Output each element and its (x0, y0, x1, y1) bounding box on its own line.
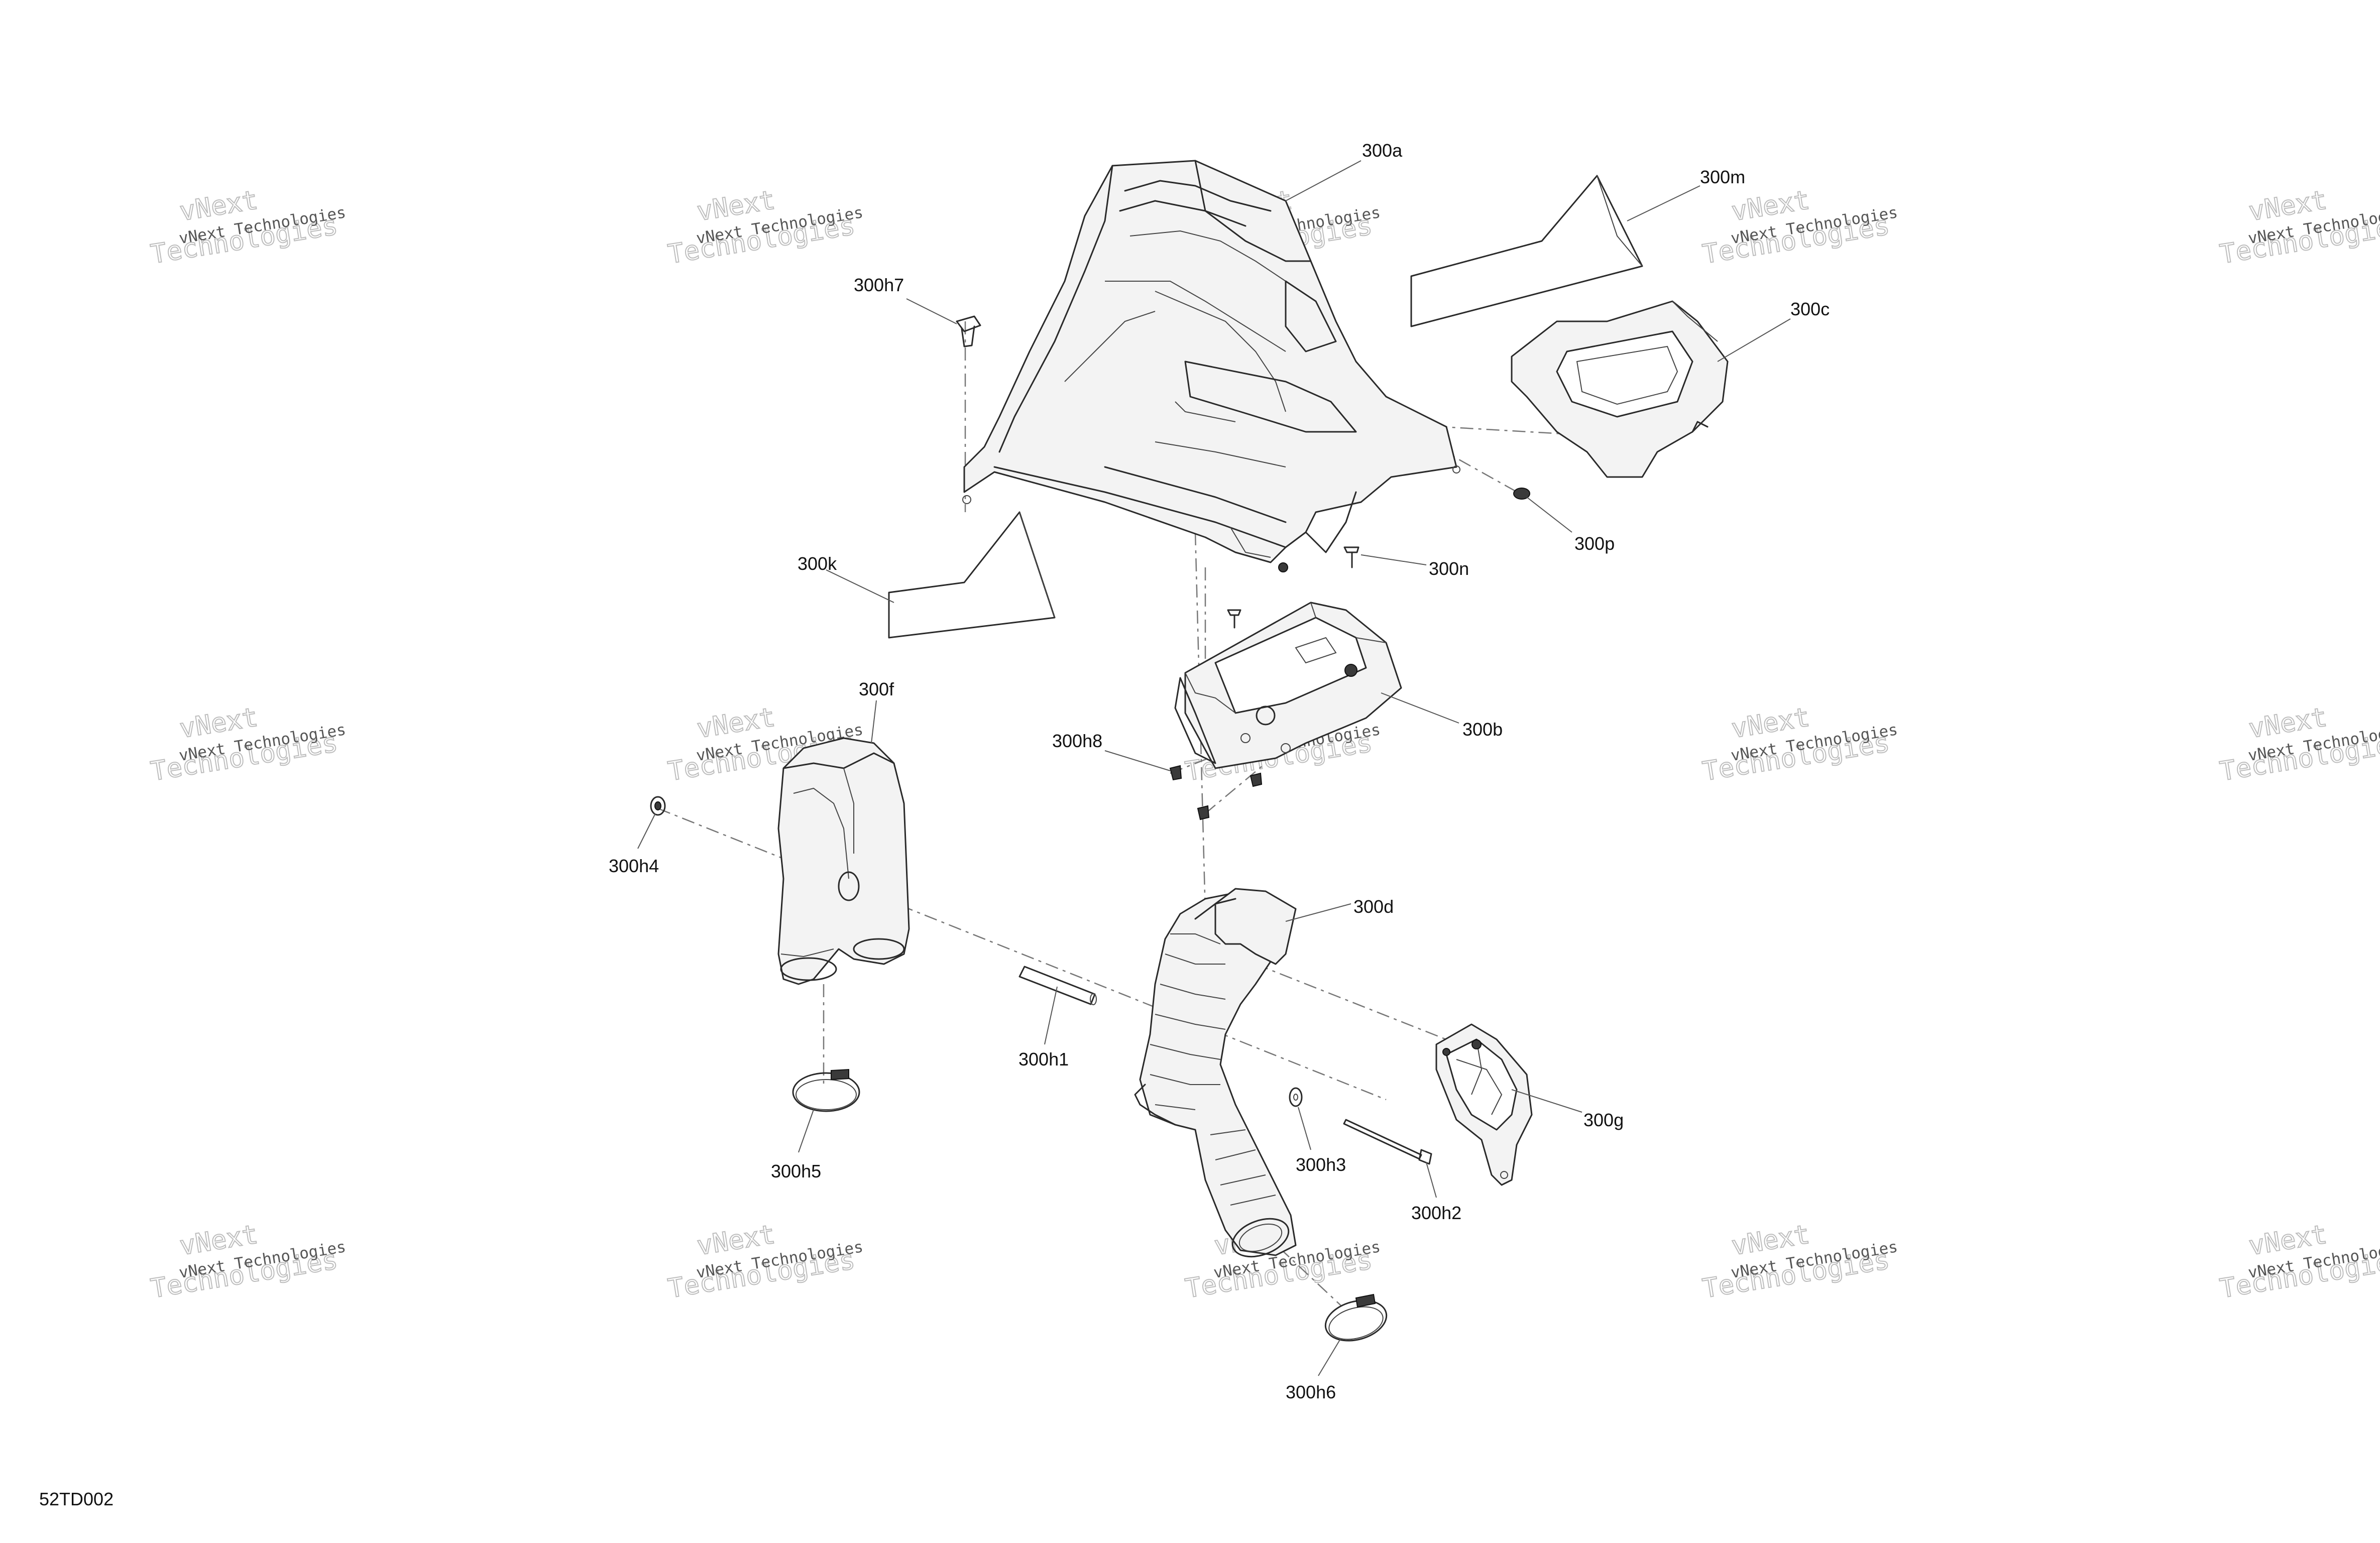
callout-labels: 300a 300m 300h7 300c 300p 300n 300k 300f… (609, 140, 1830, 1402)
part-300h6-hose-clamp (1324, 1293, 1388, 1342)
leader-300h5 (798, 1109, 814, 1153)
part-300h7-push-rivet (956, 315, 981, 347)
leader-300k (826, 569, 894, 603)
leader-300h7 (906, 298, 957, 324)
leader-300b (1381, 692, 1459, 724)
callout-300m: 300m (1700, 167, 1745, 187)
part-300p-grommet (1513, 488, 1530, 500)
part-300c-trim-bezel (1511, 300, 1729, 478)
leader-300m (1627, 185, 1701, 221)
watermark: vNext Technologies vNext Technologies (148, 1219, 347, 1305)
watermark: vNext Technologies vNext Technologies (2217, 702, 2380, 788)
part-300h3-washer (1289, 1087, 1303, 1107)
watermark: vNext Technologies vNext Technologies (2217, 185, 2380, 271)
leader-300h2 (1426, 1162, 1437, 1198)
leader-300h6 (1318, 1338, 1341, 1376)
leader-300h1 (1044, 986, 1058, 1045)
watermark: vNext Technologies vNext Technologies (665, 185, 864, 271)
leader-300f (871, 700, 877, 744)
part-300h4-nut (650, 796, 666, 816)
watermark: vNext Technologies vNext Technologies (148, 185, 347, 271)
watermark: vNext Technologies vNext Technologies (2217, 1219, 2380, 1305)
leader-300c (1717, 318, 1791, 362)
callout-300h5: 300h5 (771, 1161, 821, 1181)
callout-300a: 300a (1362, 140, 1403, 161)
part-300k-decal-left (888, 511, 1056, 639)
callout-300h4: 300h4 (609, 856, 659, 876)
callout-300h8: 300h8 (1052, 731, 1102, 751)
callout-300h1: 300h1 (1018, 1049, 1069, 1070)
callout-300d: 300d (1353, 896, 1394, 917)
callout-300h6: 300h6 (1286, 1382, 1336, 1402)
part-300m-decal-right (1410, 175, 1643, 327)
callout-300h2: 300h2 (1411, 1203, 1461, 1223)
leader-300h8 (1104, 750, 1171, 771)
drawing-id: 52TD002 (39, 1489, 114, 1509)
leader-300n (1361, 554, 1427, 565)
part-300h5-hose-clamp (792, 1069, 860, 1112)
leader-300h3 (1298, 1107, 1311, 1150)
callout-300f: 300f (859, 679, 894, 699)
watermark: vNext Technologies vNext Technologies (1700, 1219, 1899, 1305)
callout-300h3: 300h3 (1296, 1154, 1346, 1175)
callout-300h7: 300h7 (854, 275, 904, 295)
leader-300d (1285, 903, 1351, 922)
leader-300p (1526, 497, 1572, 533)
part-300g-mounting-plate (1435, 1023, 1533, 1186)
part-300h1-spacer (1018, 966, 1097, 1005)
part-300b-support-bracket (1174, 602, 1402, 769)
callout-300p: 300p (1574, 533, 1615, 554)
callout-300g: 300g (1583, 1110, 1624, 1130)
part-300f-intake-duct (777, 737, 910, 985)
leader-300h4 (637, 813, 656, 849)
part-300n-screw (1343, 546, 1359, 568)
part-300h8-screws (1169, 609, 1263, 820)
leader-300g (1511, 1089, 1582, 1113)
callout-300b: 300b (1462, 719, 1503, 740)
watermark: vNext Technologies vNext Technologies (665, 1219, 864, 1305)
callout-300k: 300k (798, 553, 837, 574)
axis-300d-300g (1255, 963, 1472, 1050)
callout-300c: 300c (1790, 299, 1830, 319)
part-300d-air-duct (1134, 888, 1297, 1258)
axis-300p (1436, 446, 1522, 496)
axis-300h4-300h1 (657, 807, 1387, 1101)
watermark: vNext Technologies vNext Technologies (1700, 702, 1899, 788)
leader-300a (1285, 160, 1362, 201)
part-300h2-bolt (1343, 1119, 1432, 1165)
leader-lines (637, 160, 1791, 1376)
callout-300n: 300n (1429, 558, 1469, 579)
watermark: vNext Technologies vNext Technologies (148, 702, 347, 788)
part-300a-console-hood (962, 160, 1460, 572)
